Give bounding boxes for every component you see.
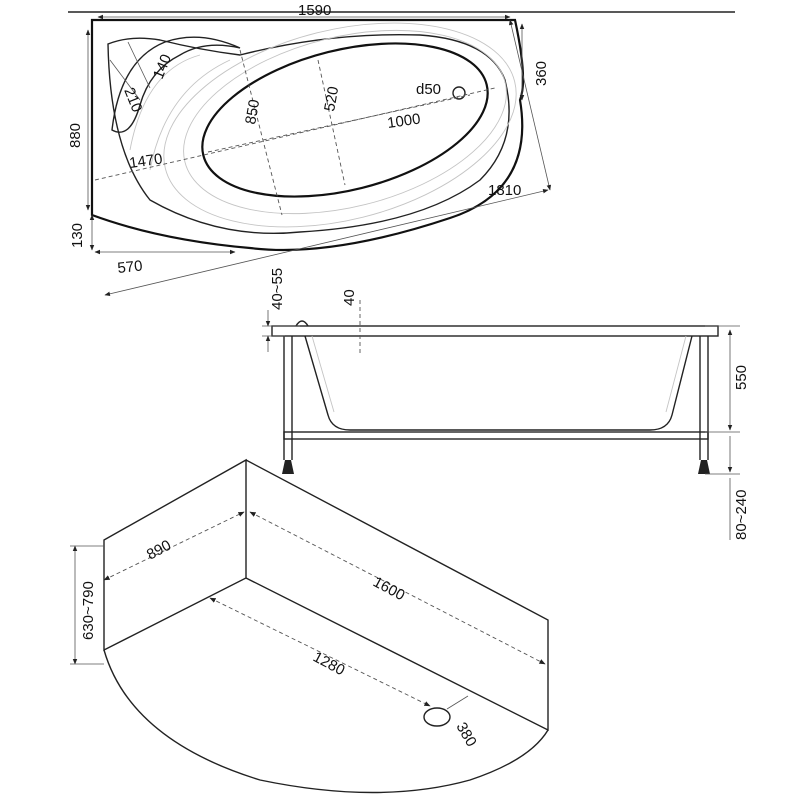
foot-left: [282, 460, 294, 474]
end-width-label: 570: [117, 257, 144, 277]
diagonal-dim-line: [508, 19, 552, 191]
top-view: 1590 880 360 1810 1470 140 210 850 520 1…: [67, 2, 735, 297]
width-label: 1590: [298, 2, 331, 19]
frame-crossbar: [283, 431, 709, 440]
seat-a-label: 140: [150, 52, 175, 82]
headrest-swirl: [111, 36, 241, 133]
long-length-label: 1600: [370, 574, 407, 605]
side-view: 40~55 40 550 80~240: [262, 268, 750, 540]
bowl-center-dim-line: [317, 59, 346, 186]
seat-dim-line-a: [127, 41, 151, 89]
headrest-contour: [129, 54, 231, 171]
depth-label: 880: [67, 123, 84, 148]
foot-right: [698, 460, 710, 474]
corner-offset-label: 360: [533, 61, 550, 86]
seat-dim-line-b: [109, 59, 141, 101]
diagonal-label: 1810: [488, 182, 521, 199]
floor-length-label: 1280: [310, 649, 347, 680]
tub-body: [304, 335, 693, 431]
bowl-contour-outer: [163, 22, 517, 228]
bowl-length-dim-line: [207, 94, 471, 153]
rim-thickness-label: 40: [341, 289, 358, 306]
bowl-width-dim-line: [239, 49, 283, 216]
leg-height-label: 80~240: [733, 490, 750, 540]
drain-circle: [452, 86, 466, 100]
hole-label: 380: [453, 720, 480, 750]
floor-outline: [103, 649, 549, 794]
end-height-label: 130: [69, 223, 86, 248]
rim-height-label: 40~55: [269, 268, 286, 310]
hole-dim-line: [446, 695, 469, 710]
bowl-length-label: 1000: [386, 110, 421, 131]
side-length-dim-line: [103, 511, 245, 581]
inner-length-label: 1470: [128, 150, 163, 171]
panel-height-label: 630~790: [80, 581, 97, 640]
drain-label: d50: [416, 81, 441, 98]
drain-hole: [423, 707, 451, 727]
inner-length-dim-line: [94, 87, 496, 181]
tub-bowl-oval: [201, 42, 489, 198]
panel-view: 890 1600 630~790 1280 380: [70, 458, 549, 794]
floor-length-dim-line: [209, 597, 431, 707]
tub-body-inner: [311, 335, 687, 413]
bowl-width-label: 850: [242, 98, 263, 126]
diagonal-base-line: [104, 188, 549, 297]
height-label: 550: [733, 365, 750, 390]
long-length-dim-line: [249, 511, 546, 665]
tub-rim: [271, 325, 719, 337]
bowl-center-width-label: 520: [321, 85, 342, 113]
side-length-label: 890: [144, 537, 174, 564]
back-wall-short: [103, 458, 247, 652]
overflow-knob: [295, 320, 309, 327]
